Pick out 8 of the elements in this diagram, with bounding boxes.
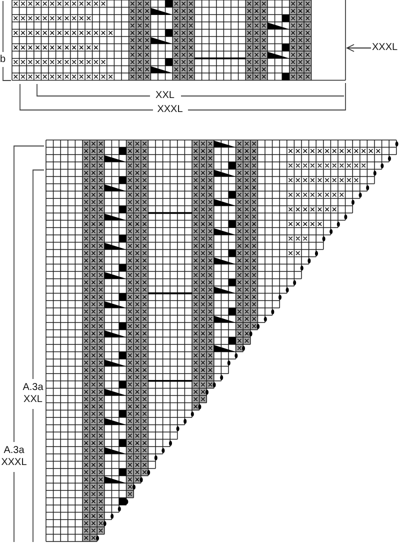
size-label: XXXL: [372, 42, 398, 54]
size-label: A.3a XXL: [22, 382, 44, 406]
arrow: [346, 44, 372, 52]
size-label: A.3a XXXL: [1, 445, 27, 469]
size-label: XXXL: [157, 104, 183, 116]
size-label: XXL: [156, 90, 174, 102]
knitting-chart: [11, 0, 347, 82]
chart-label: b: [0, 54, 6, 66]
